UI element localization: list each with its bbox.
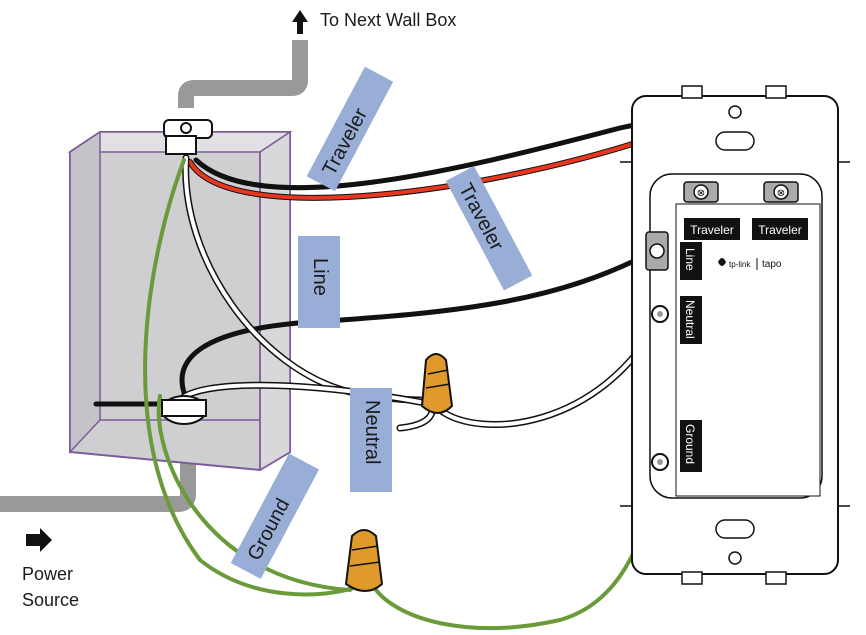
wire-label-traveler-2: Traveler (445, 166, 533, 291)
wire-label-neutral-text: Neutral (361, 400, 383, 464)
brand-tapo: tapo (762, 259, 782, 270)
switch-label-ground: Ground (683, 424, 697, 464)
power-source-line1: Power (22, 564, 73, 584)
switch-label-line-bg (680, 242, 702, 280)
switch-label-neutral-bg (680, 296, 702, 344)
bottom-cable-clamp (161, 395, 207, 425)
power-source-line2: Source (22, 590, 79, 610)
conduit-power-source (0, 440, 196, 512)
switch-label-line: Line (683, 248, 697, 271)
wire-label-line: Line (298, 236, 340, 328)
svg-text:⊗: ⊗ (777, 188, 785, 199)
tplink-icon (718, 258, 726, 266)
brand-tplink: tp-link (729, 260, 751, 269)
switch-label-traveler-right-bg (752, 218, 808, 240)
switch-label-neutral: Neutral (683, 300, 697, 339)
terminal-traveler-right: ⊗ (763, 181, 799, 203)
terminal-traveler-left: ⊗ (683, 181, 719, 203)
svg-text:⊗: ⊗ (697, 188, 705, 199)
wire-label-traveler-1: Traveler (306, 66, 394, 192)
terminal-ground (651, 453, 669, 471)
switch-label-traveler-left-bg (684, 218, 740, 240)
top-cable-clamp (163, 119, 213, 155)
switch-label-traveler-left: Traveler (690, 223, 734, 237)
wire-nut-ground (344, 529, 384, 592)
terminal-line (645, 231, 669, 271)
wire-label-ground: Ground (230, 453, 320, 579)
switch-label-ground-bg (680, 420, 702, 472)
terminal-neutral (651, 305, 669, 323)
switch-label-traveler-right: Traveler (758, 223, 802, 237)
to-next-wall-box-label: To Next Wall Box (320, 10, 456, 30)
brand-logo: tp-link tapo (718, 258, 782, 270)
smart-switch (620, 85, 850, 585)
arrow-right-icon (26, 528, 52, 552)
wire-nut-neutral (420, 353, 454, 414)
wire-label-neutral: Neutral (350, 388, 392, 492)
arrow-up-icon (292, 10, 308, 34)
wire-label-line-text: Line (309, 258, 331, 296)
conduit-to-next-box (178, 40, 308, 108)
